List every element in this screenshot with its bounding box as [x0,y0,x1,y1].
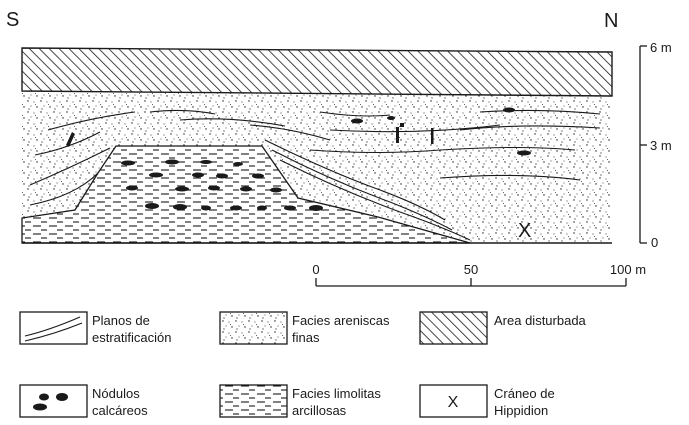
skull-swatch [419,384,488,418]
bedding-label-1: Planos de [92,313,150,328]
siltstone-label-2: arcillosas [292,403,347,418]
nodules-label-1: Nódulos [92,386,140,401]
calcareous-nodules [66,107,531,211]
skull-symbol: X [448,394,459,411]
horizontal-scale [315,278,627,287]
scale-0-label: 0 [651,235,658,250]
siltstone-facies-area [21,145,471,244]
skull-marker: X [518,220,531,242]
sandstone-swatch [219,311,288,345]
skull-label-2: Hippidion [494,403,548,418]
disturbed-area [21,47,613,97]
south-label: S [6,9,19,31]
sandstone-label-1: Facies areniscas [292,313,390,328]
siltstone-label-1: Facies limolitas [292,386,381,401]
legend-nodules-item: Nódulos calcáreos [19,384,148,418]
scale-50-label: 50 [464,262,478,277]
disturbed-swatch [419,311,488,345]
scale-3m-label: 3 m [650,138,672,153]
legend: Planos de estratificación Facies arenisc… [19,311,587,418]
legend-skull-item: X Cráneo de Hippidion [419,384,555,418]
cross-section: X [21,47,613,244]
legend-bedding-item: Planos de estratificación [19,311,171,345]
siltstone-swatch [219,384,288,418]
legend-siltstone-item: Facies limolitas arcillosas [219,384,381,418]
nodules-label-2: calcáreos [92,403,148,418]
disturbed-label: Area disturbada [494,313,587,328]
north-label: N [604,10,618,32]
bedding-label-2: estratificación [92,330,171,345]
sandstone-label-2: finas [292,330,320,345]
bedding-planes [29,109,601,241]
legend-disturbed-item: Area disturbada [419,311,587,345]
skull-label-1: Cráneo de [494,386,555,401]
vertical-scale [639,45,647,244]
nodules-swatch [19,384,88,418]
scale-100m-label: 100 m [610,262,646,277]
legend-sandstone-item: Facies areniscas finas [219,311,390,345]
scale-6m-label: 6 m [650,40,672,55]
scale-0-m-label: 0 [312,262,319,277]
